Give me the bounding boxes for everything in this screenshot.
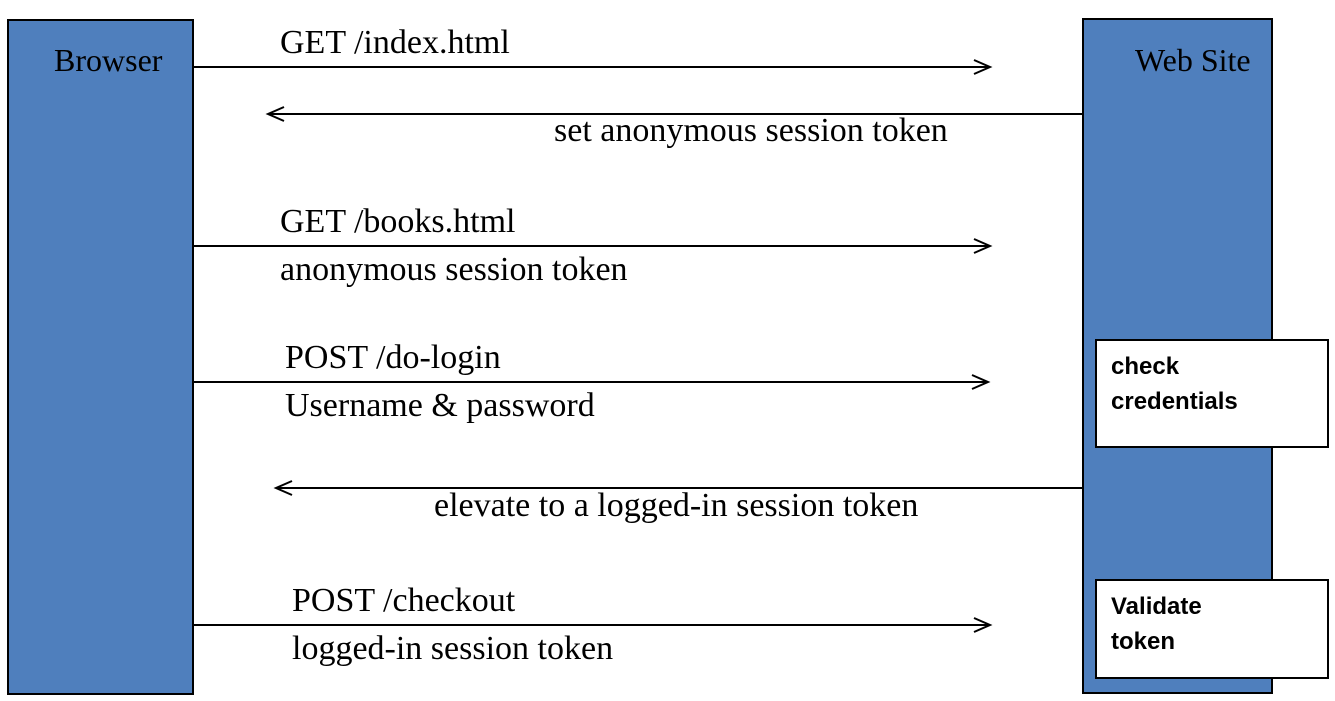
message-get-books-label: GET /books.html xyxy=(280,203,516,240)
note-validate-token: Validate token xyxy=(1095,579,1329,679)
message-checkout-sublabel: logged-in session token xyxy=(292,630,614,667)
web-site-label: Web Site xyxy=(1135,42,1251,78)
note-check-credentials-line1: check xyxy=(1111,353,1180,380)
message-checkout-label: POST /checkout xyxy=(292,582,516,619)
arrow-do-login xyxy=(194,374,991,390)
message-get-books-sublabel: anonymous session token xyxy=(280,251,628,288)
browser-label: Browser xyxy=(54,42,163,78)
note-check-credentials-line2: credentials xyxy=(1111,388,1238,415)
browser-lifeline xyxy=(7,19,194,695)
arrow-set-anonymous-token xyxy=(265,106,1082,122)
note-check-credentials: check credentials xyxy=(1095,339,1329,448)
message-get-index-label: GET /index.html xyxy=(280,24,510,61)
arrow-get-books xyxy=(194,238,993,254)
arrow-checkout xyxy=(194,617,993,633)
message-do-login-sublabel: Username & password xyxy=(285,387,595,424)
note-validate-token-line2: token xyxy=(1111,628,1176,655)
arrow-get-index xyxy=(194,59,993,75)
arrow-elevate-token xyxy=(273,480,1082,496)
message-set-anonymous-token-label: set anonymous session token xyxy=(554,112,948,149)
note-validate-token-line1: Validate xyxy=(1111,593,1202,620)
message-do-login-label: POST /do-login xyxy=(285,339,501,376)
message-elevate-token-label: elevate to a logged-in session token xyxy=(434,487,919,524)
